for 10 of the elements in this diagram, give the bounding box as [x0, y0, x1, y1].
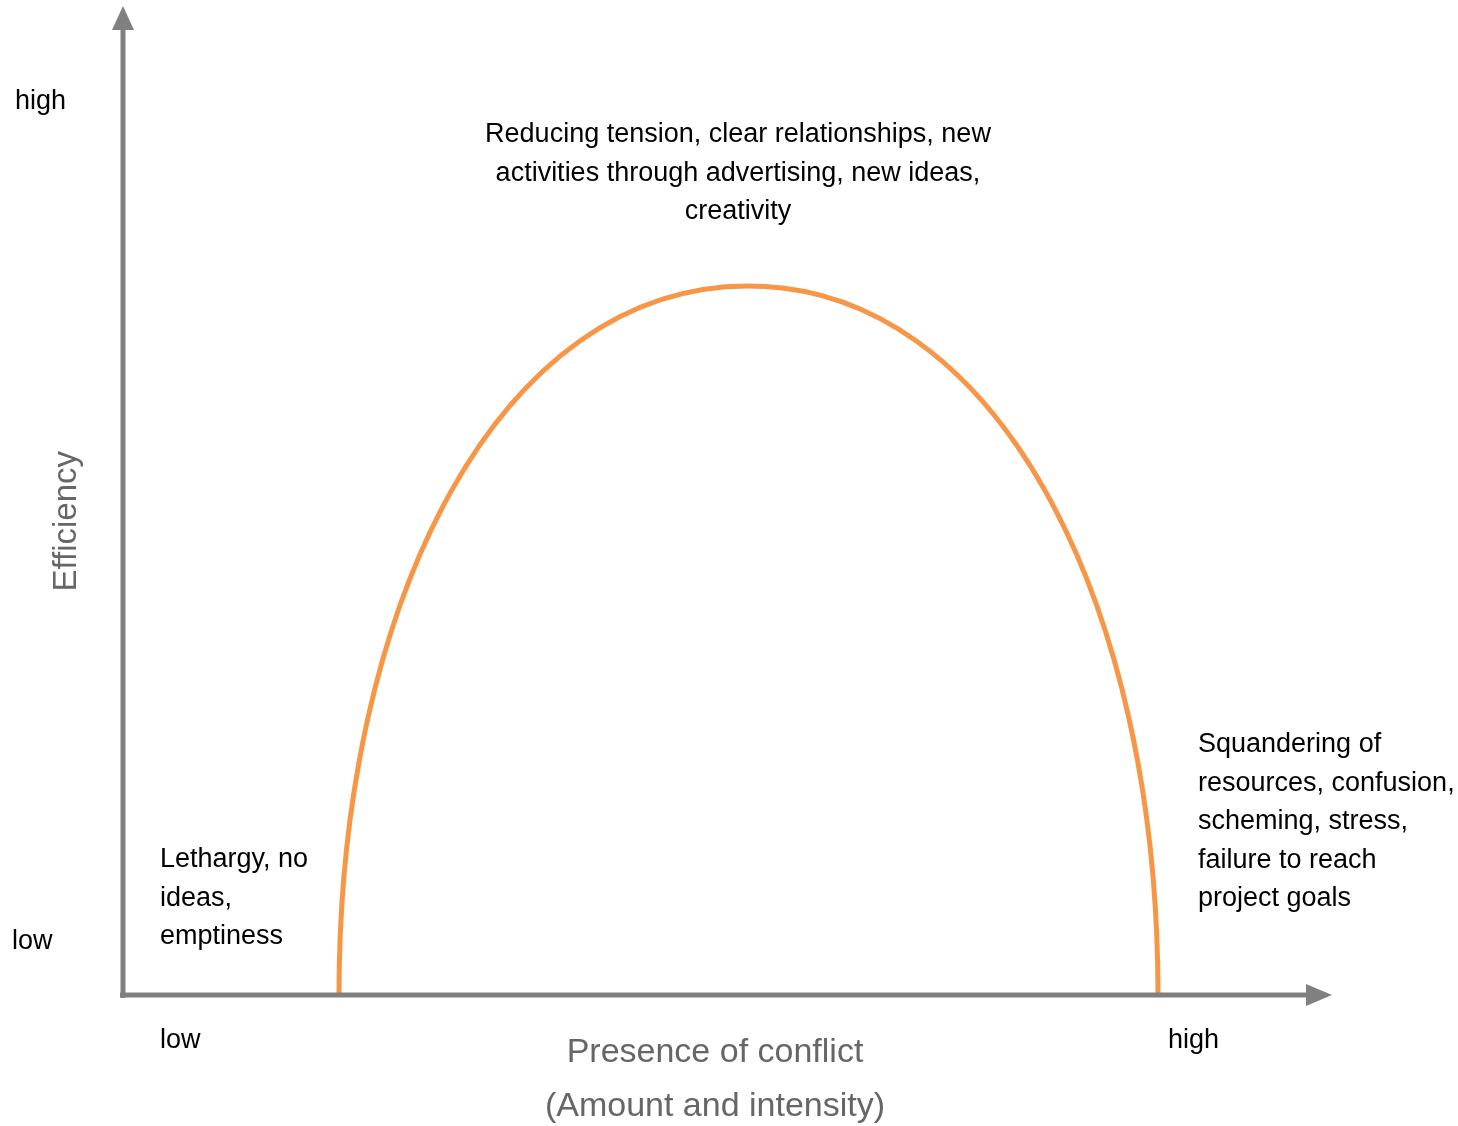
- axis-tick-label: low: [160, 1023, 201, 1056]
- axis-title: Efficiency: [45, 449, 84, 594]
- axis-tick-label: high: [15, 84, 67, 117]
- axis-tick-label: low: [12, 924, 53, 957]
- axis-title: (Amount and intensity): [543, 1084, 887, 1125]
- axis-tick-label: high: [1168, 1023, 1220, 1056]
- annotation-text: Reducing tension, clear relationships, new activities through advertising, new ideas, creativity: [484, 117, 992, 227]
- annotation-text: Squandering of resources, confusion, scheming, stress, failure to reach project goals: [1198, 727, 1456, 914]
- axis-title: Presence of conflict: [565, 1030, 865, 1071]
- annotation-text: Lethargy, no ideas, emptiness: [160, 842, 310, 952]
